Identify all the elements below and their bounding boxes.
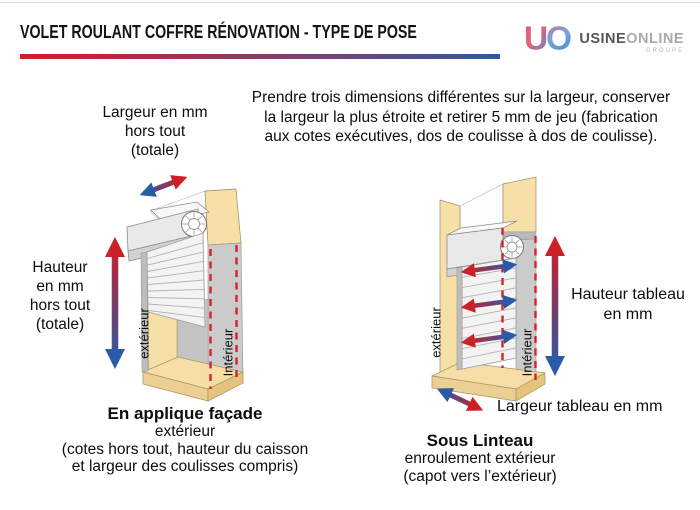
tableau-width-arrows [460, 259, 518, 348]
slat-curtain [461, 257, 517, 370]
roller-icon [500, 235, 524, 259]
brand-groupe: GROUPE [645, 47, 684, 54]
top-divider [0, 2, 700, 3]
left-exterior-label: extérieur [136, 308, 152, 359]
left-width-label: Largeur en mm hors tout (totale) [102, 104, 208, 159]
right-exterior-label: extérieur [428, 307, 444, 358]
left-height-label: Hauteur en mm hors tout (totale) [29, 259, 91, 333]
width-arrow-icon [460, 259, 518, 278]
left-diagram-illustration [104, 175, 245, 402]
page-title: VOLET ROULANT COFFRE RÉNOVATION - TYPE D… [20, 22, 417, 42]
uo-monogram-icon: U O [524, 20, 572, 57]
guide-rail [456, 266, 463, 371]
right-width-label: Largeur tableau en mm [497, 398, 663, 415]
brand-logo: U O USINEONLINE GROUPE [524, 13, 684, 63]
tableau-width-arrow-icon [436, 388, 484, 411]
right-diagram-illustration [430, 176, 566, 411]
instruction-line: la largeur la plus étroite et retirer 5 … [264, 108, 658, 126]
instruction-line: Prendre trois dimensions différentes sur… [251, 89, 671, 106]
right-height-label: Hauteur tableau en mm [571, 286, 685, 323]
right-caption-title: Sous Linteau [426, 431, 534, 450]
right-caption: Sous Linteau enroulement extérieur (capo… [360, 431, 600, 485]
brand-usine: USINE [579, 30, 627, 47]
left-caption: En applique façade extérieur (cotes hors… [35, 404, 335, 476]
instruction-line: aux cotes exécutives, dos de coulisse à … [264, 128, 658, 145]
logo-letter-o: O [546, 20, 572, 57]
interior-dashed-lines [209, 245, 238, 389]
left-interior-label: Intérieur [220, 328, 236, 377]
instruction-text: Prendre trois dimensions différentes sur… [228, 88, 694, 147]
brand-wordmark: USINEONLINE GROUPE [579, 31, 684, 54]
logo-letter-u: U [524, 20, 548, 57]
roller-icon [181, 211, 207, 237]
window-sill [141, 356, 245, 402]
left-caption-title: En applique façade [107, 404, 263, 423]
guide-rail [140, 251, 149, 373]
width-arrow-icon [139, 175, 188, 197]
right-interior-label: Intérieur [519, 328, 535, 377]
width-arrow-icon [460, 329, 518, 348]
width-arrow-icon [460, 294, 518, 313]
brand-online: ONLINE [626, 30, 684, 47]
slat-curtain [146, 232, 206, 328]
title-gradient-bar [20, 54, 500, 59]
